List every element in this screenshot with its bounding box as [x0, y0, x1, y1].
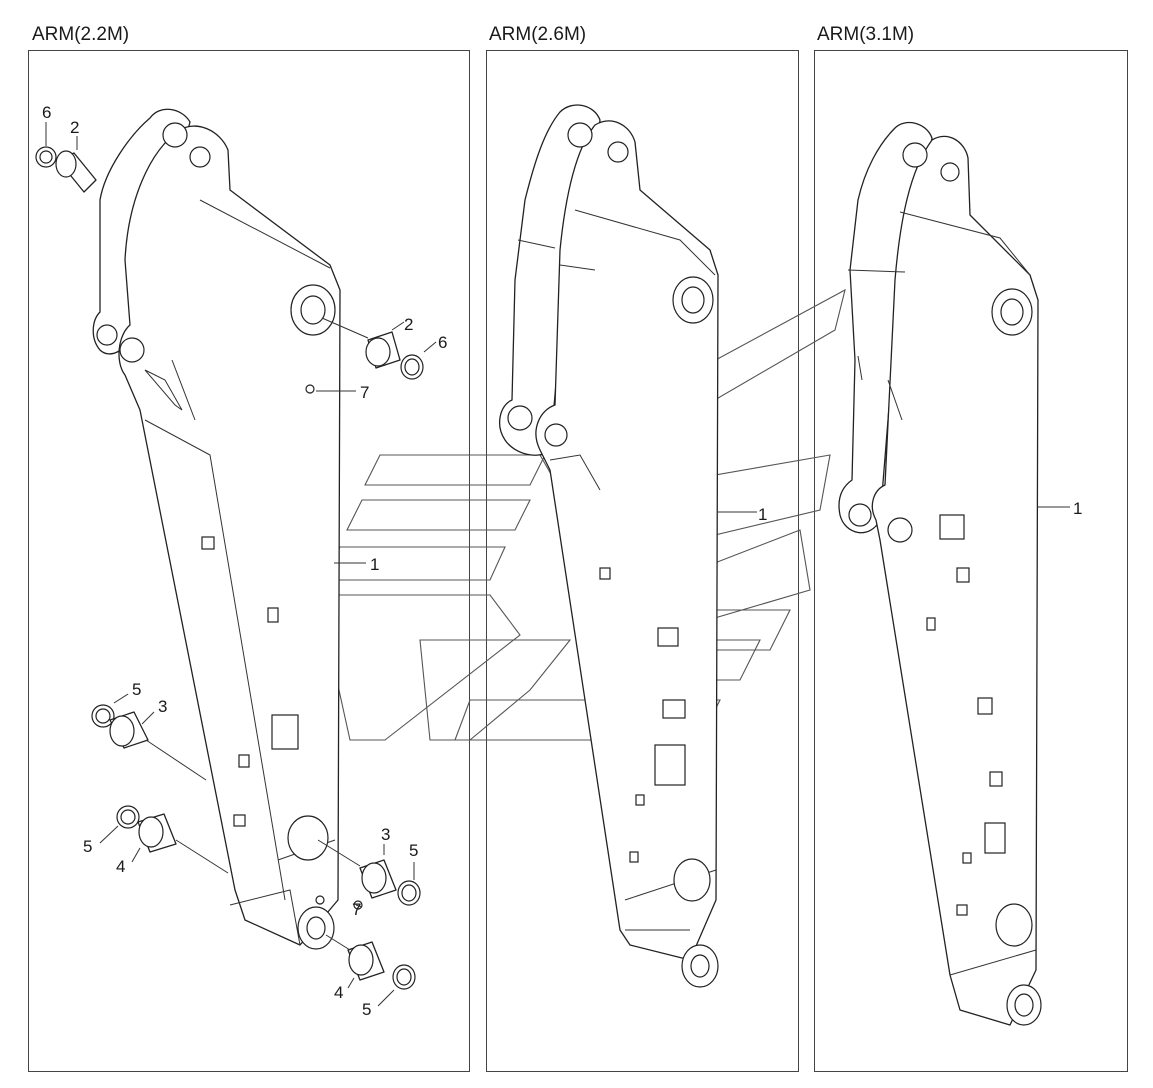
callout-5-right-lower: 5	[362, 1000, 371, 1019]
arm-3-1m-callouts: 1	[1073, 499, 1082, 518]
arm-3-1m-body	[838, 121, 1070, 1026]
callout-7-top: 7	[360, 383, 369, 402]
arm-2-6m-body	[499, 104, 757, 988]
callout-4-left: 4	[116, 857, 125, 876]
callout-5-left-upper: 5	[132, 680, 141, 699]
callout-1-2-6m: 1	[758, 505, 767, 524]
arm-2-6m-callouts: 1	[758, 505, 767, 524]
callout-7-bottom: 7	[352, 900, 361, 919]
callout-5-left-lower: 5	[83, 837, 92, 856]
callout-2-top: 2	[70, 118, 79, 137]
arm-2-2m-callouts: 6 2 2 6 7 1 5 3 5 4 3 5 7 4 5	[42, 103, 447, 1019]
callout-3-right: 3	[381, 825, 390, 844]
callout-1: 1	[370, 555, 379, 574]
callout-5-right-upper: 5	[409, 841, 418, 860]
panel-title-arm-3-1m: ARM(3.1M)	[817, 24, 915, 45]
callout-6-right: 6	[438, 333, 447, 352]
arm-2-2m-loose-parts	[35, 122, 437, 1007]
callout-3-left: 3	[158, 697, 167, 716]
callout-6-top: 6	[42, 103, 51, 122]
callout-1-3-1m: 1	[1073, 499, 1082, 518]
panel-title-arm-2-2m: ARM(2.2M)	[32, 24, 130, 45]
arm-2-2m-body	[92, 108, 363, 950]
panel-title-arm-2-6m: ARM(2.6M)	[489, 24, 587, 45]
callout-4-right: 4	[334, 983, 343, 1002]
callout-2-right: 2	[404, 315, 413, 334]
